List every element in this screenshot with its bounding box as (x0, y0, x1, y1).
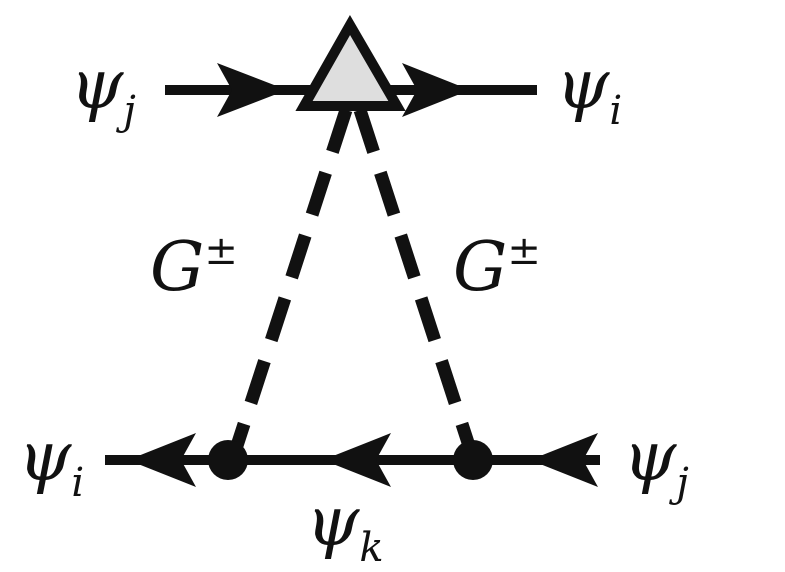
bottom-right-label: ψj (623, 418, 689, 506)
bottom-left-arrow (128, 433, 196, 487)
top-left-label: ψj (70, 46, 136, 134)
left-boson-label: G± (150, 228, 238, 307)
right-boson-label: G± (453, 228, 541, 307)
top-left-arrow (217, 63, 287, 117)
right-goldstone-line (353, 107, 480, 461)
right-vertex-dot (453, 440, 493, 480)
bottom-left-label: ψi (18, 418, 84, 506)
left-vertex-dot (208, 440, 248, 480)
top-right-label: ψi (556, 46, 622, 134)
bottom-middle-arrow (323, 433, 391, 487)
left-goldstone-line (226, 107, 353, 461)
internal-fermion-label: ψk (306, 483, 384, 571)
effective-vertex-triangle (295, 14, 406, 111)
bottom-right-arrow (530, 433, 598, 487)
top-right-arrow (402, 63, 470, 117)
